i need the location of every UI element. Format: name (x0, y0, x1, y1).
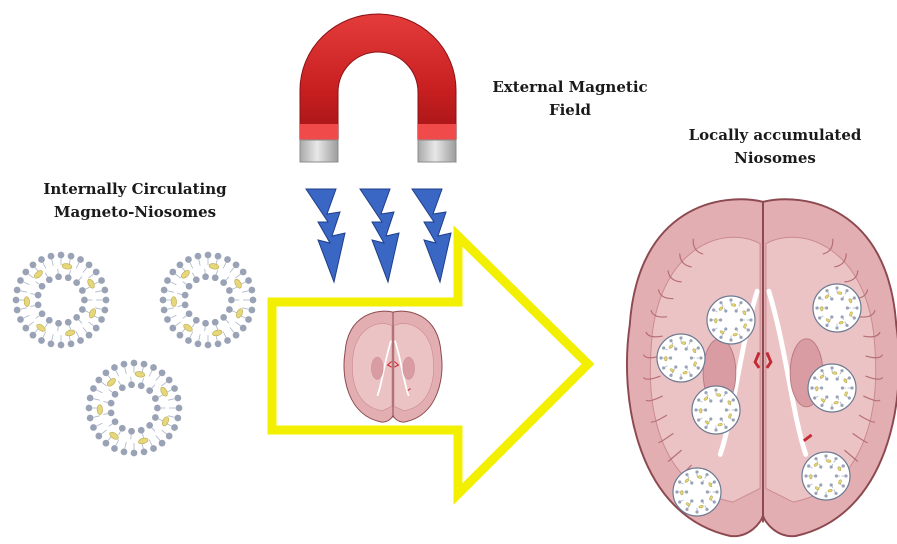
niosome-icon (707, 296, 755, 344)
circulating-niosomes (13, 252, 257, 457)
label-line: Magneto-Niosomes (20, 201, 250, 224)
label-line: Niosomes (660, 147, 890, 170)
niosome-icon (692, 386, 740, 434)
brain-icon (344, 311, 442, 422)
niosome-icon (13, 252, 110, 349)
niosome-icon (86, 360, 183, 457)
niosome-icon (808, 364, 856, 412)
lightning-bolt-icon (360, 189, 399, 282)
niosome-icon (657, 334, 705, 382)
horseshoe-magnet-icon (300, 14, 456, 162)
brain-large (627, 199, 897, 536)
lightning-bolt-icon (412, 189, 451, 282)
niosome-icon (813, 284, 861, 332)
label-circulating-niosomes: Internally Circulating Magneto-Niosomes (20, 178, 250, 225)
lightning-bolts (306, 189, 451, 282)
lightning-bolt-icon (306, 189, 345, 282)
label-line: Internally Circulating (20, 178, 250, 201)
label-line: External Magnetic (470, 76, 670, 99)
niosome-icon (673, 468, 721, 516)
label-accumulated-niosomes: Locally accumulated Niosomes (660, 124, 890, 171)
niosome-icon (802, 452, 850, 500)
label-line: Field (470, 99, 670, 122)
label-line: Locally accumulated (660, 124, 890, 147)
niosome-icon (160, 252, 257, 349)
label-external-field: External Magnetic Field (470, 76, 670, 123)
